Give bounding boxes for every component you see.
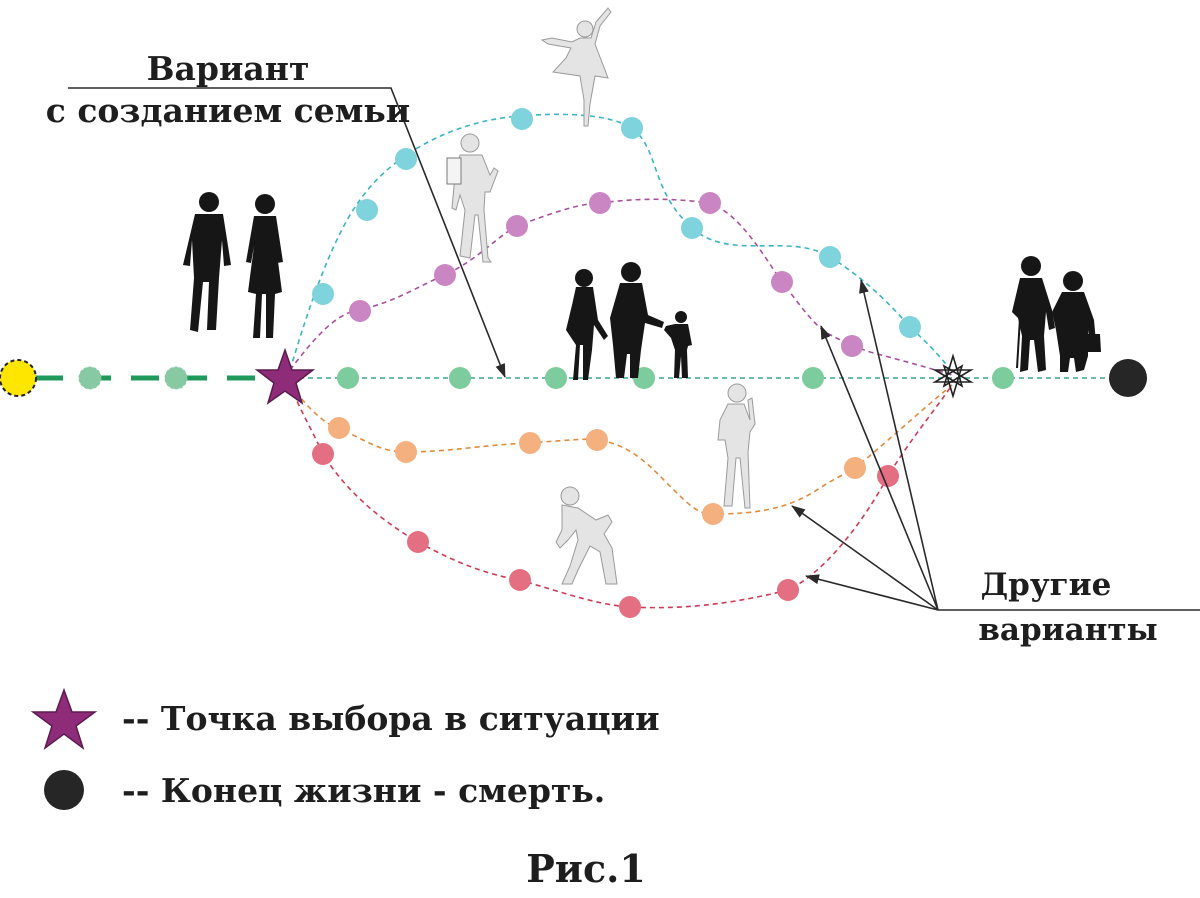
purple-path-node [699, 192, 721, 214]
cyan-path-node [511, 108, 533, 130]
pre-choice-node [78, 366, 102, 390]
red-path-node [312, 443, 334, 465]
cyan-path-node [312, 283, 334, 305]
orange-path-node [395, 441, 417, 463]
purple-path-node [589, 192, 611, 214]
legend-star-icon [30, 687, 98, 750]
purple-path-node [841, 335, 863, 357]
woman-phone-silhouette-icon [717, 383, 756, 509]
convergence-star-icon [932, 353, 974, 399]
cyan-path-node [356, 199, 378, 221]
other-variants-arrow [805, 574, 939, 611]
cyan-path-node [621, 117, 643, 139]
family-path-node [545, 367, 567, 389]
purple-path-node [771, 271, 793, 293]
cyan-path-node [395, 148, 417, 170]
red-path-node [407, 531, 429, 553]
figure-caption: Рис.1 [526, 846, 646, 891]
orange-path-node [702, 503, 724, 525]
red-path-line [289, 384, 953, 609]
family-variant-leader-line [68, 87, 506, 378]
orange-path-node [328, 417, 350, 439]
family-path-node [802, 367, 824, 389]
end-of-life-circle-icon [1109, 359, 1147, 397]
orange-path-node [586, 429, 608, 451]
legend-choice-point-text: -- Точка выбора в ситуации [122, 699, 660, 738]
red-path-node [509, 569, 531, 591]
other-variants-label-line1: Другие [981, 567, 1112, 603]
cyan-path-node [819, 246, 841, 268]
family-path-node [337, 367, 359, 389]
choice-point-star-icon [254, 347, 316, 405]
ballerina-silhouette-icon [540, 7, 612, 127]
other-variants-arrow [791, 505, 939, 611]
family-variant-label-line2: с созданием семьи [46, 91, 411, 130]
pre-choice-node [164, 366, 188, 390]
legend-end-of-life-text: -- Конец жизни - смерть. [122, 771, 605, 810]
young-couple-silhouette-icon [183, 192, 283, 338]
cyan-path-line [289, 113, 953, 373]
posing-woman-silhouette-icon [555, 486, 618, 585]
purple-path-node [349, 300, 371, 322]
other-variants-arrows [791, 279, 939, 611]
red-path-node [619, 596, 641, 618]
red-path-node [877, 465, 899, 487]
family-path-node [449, 367, 471, 389]
purple-path-node [434, 264, 456, 286]
legend-black-circle-icon [44, 770, 84, 810]
other-variants-arrow [859, 279, 939, 611]
elderly-couple-silhouette-icon [1012, 256, 1101, 372]
family-variant-label-line1: Вариант [147, 49, 310, 88]
red-path-node [777, 579, 799, 601]
family-silhouette-icon [566, 262, 692, 380]
other-variants-label-line2: варианты [978, 612, 1157, 648]
purple-path-node [506, 215, 528, 237]
other-variants-arrow [820, 325, 939, 611]
family-path-node [992, 367, 1014, 389]
orange-path-node [519, 432, 541, 454]
birth-point-icon [0, 359, 37, 397]
orange-path-node [844, 457, 866, 479]
cyan-path-node [899, 316, 921, 338]
business-woman-silhouette-icon [446, 133, 499, 263]
cyan-path-node [681, 217, 703, 239]
purple-path-line [289, 198, 953, 376]
